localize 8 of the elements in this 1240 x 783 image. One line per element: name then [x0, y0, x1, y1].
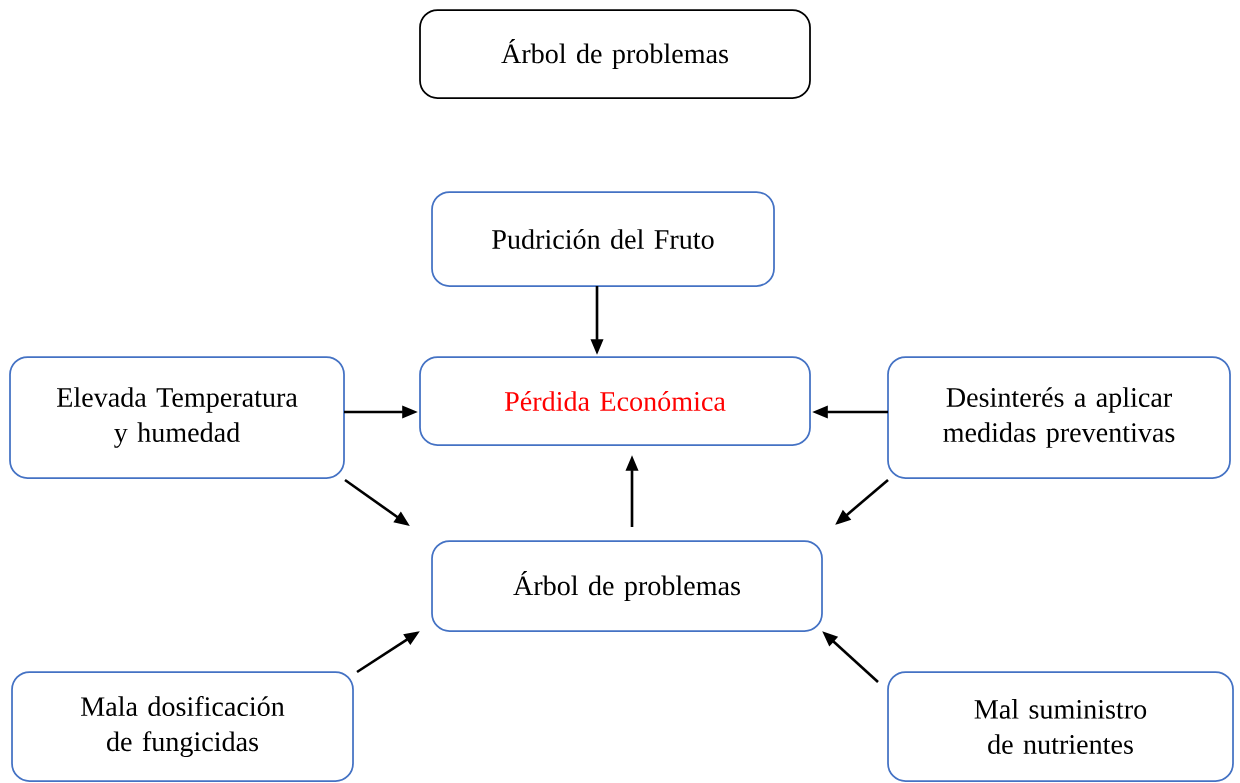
problem-box: Mala dosificación de fungicidas: [11, 671, 354, 782]
problem-box: Elevada Temperatura y humedad: [9, 356, 345, 479]
title-box: Árbol de problemas: [419, 9, 811, 99]
problem-box: Pudrición del Fruto: [431, 191, 775, 287]
problem-box: Desinterés a aplicar medidas preventivas: [887, 356, 1231, 479]
problem-box: Árbol de problemas: [431, 540, 823, 632]
problem-box: Pérdida Económica: [419, 356, 811, 446]
problem-box: Mal suministro de nutrientes: [887, 671, 1234, 782]
